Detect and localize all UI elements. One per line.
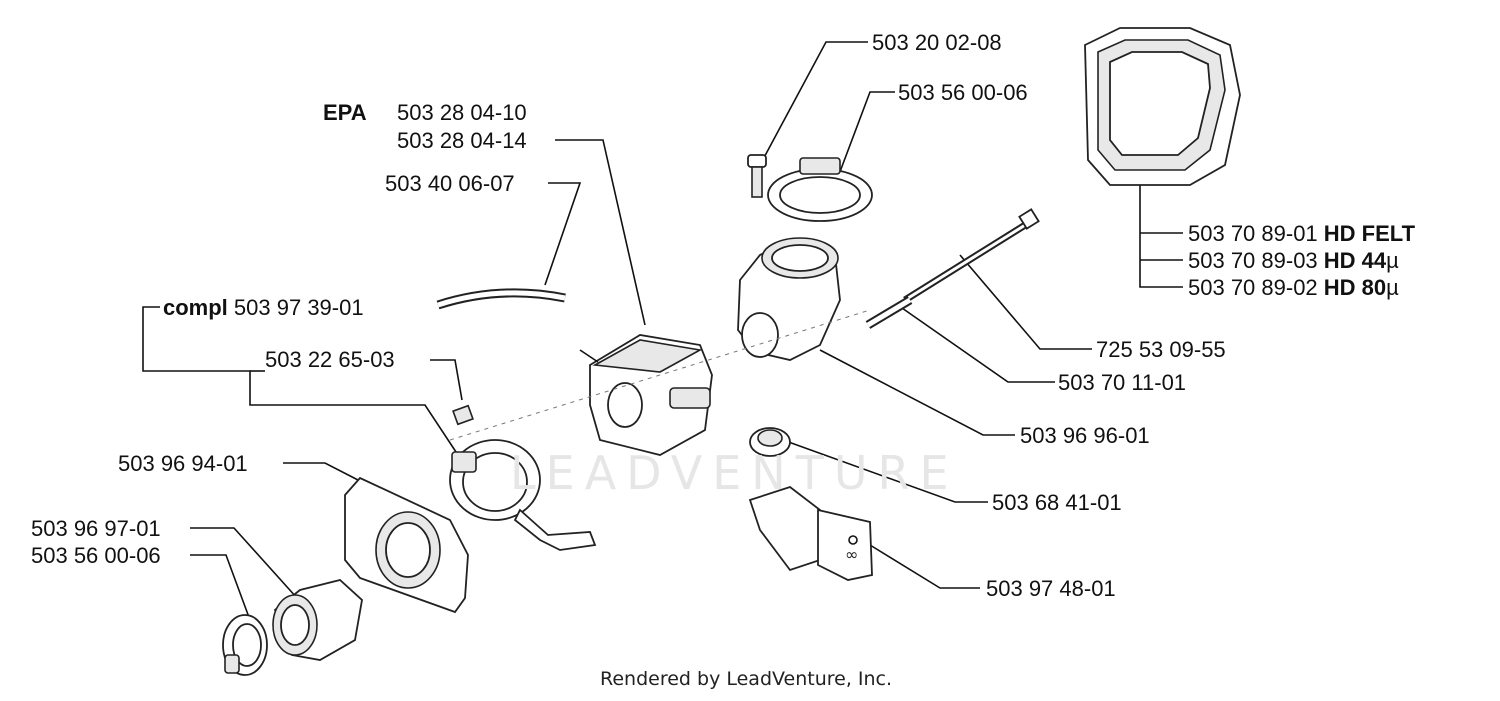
label-knob: 503 68 41-01 (992, 490, 1122, 515)
intake-boot-drawing (272, 579, 363, 661)
leader-compl-bracket (142, 306, 265, 406)
label-filter-felt-tag: HD FELT (1323, 221, 1416, 246)
label-fuel-hose: 503 40 06-07 (385, 171, 515, 196)
label-compl-tag: compl (163, 295, 228, 320)
label-filter-44-micron: µ (1386, 248, 1399, 273)
leader-pin (901, 307, 1055, 383)
leader-clamp-lower (190, 554, 251, 621)
label-intake-plate: 503 96 94-01 (118, 451, 248, 476)
label-filter-44: 503 70 89-03 HD 44µ (1188, 248, 1399, 274)
label-filter-80-part: 503 70 89-02 (1188, 275, 1318, 300)
leader-carb (555, 139, 646, 326)
leader-choke (869, 544, 980, 589)
label-filter-80-tag: HD 80 (1323, 275, 1387, 300)
label-hose-clamp-lower: 503 56 00-06 (31, 543, 161, 568)
label-hose-clamp-upper: 503 56 00-06 (898, 80, 1028, 105)
label-epa-tag: EPA (323, 100, 367, 125)
intake-plate-drawing (344, 476, 469, 614)
choke-drawing: ∞ (748, 485, 873, 581)
label-long-bolt: 725 53 09-55 (1096, 337, 1226, 362)
long-bolt-drawing (903, 208, 1040, 303)
label-choke: 503 97 48-01 (986, 576, 1116, 601)
fuel-hose-drawing (436, 288, 566, 310)
label-screw: 503 20 02-08 (872, 30, 1002, 55)
leader-screw (759, 41, 868, 166)
label-intake-boot: 503 96 97-01 (31, 516, 161, 541)
label-filter-felt-part: 503 70 89-01 (1188, 221, 1318, 246)
label-filter-felt: 503 70 89-01 HD FELT (1188, 221, 1415, 247)
label-adapter: 503 96 96-01 (1020, 423, 1150, 448)
air-filter-drawing (1084, 27, 1241, 186)
assembly-axis (449, 309, 871, 441)
label-carb-1: 503 28 04-10 (397, 100, 527, 125)
label-carb-2: 503 28 04-14 (397, 128, 527, 153)
leader-gasket (430, 359, 463, 401)
watermark-text: LEADVENTURE (510, 446, 959, 500)
leader-intake-boot (190, 527, 298, 599)
label-compl-part: 503 97 39-01 (233, 295, 364, 320)
gasket-drawing (452, 404, 474, 426)
leader-fuel-hose (544, 182, 582, 286)
flange-clamp-drawing (449, 439, 597, 551)
label-filter-80-micron: µ (1386, 275, 1399, 300)
lower-clamp-drawing (222, 614, 268, 676)
leader-adapter (819, 349, 1015, 436)
leader-long-bolt (959, 254, 1092, 350)
adapter-drawing (737, 237, 841, 361)
svg-text:∞: ∞ (845, 545, 858, 564)
label-filter-80: 503 70 89-02 HD 80µ (1188, 275, 1399, 301)
label-compl: compl 503 97 39-01 (163, 295, 364, 321)
leader-compl-gasket (265, 404, 459, 456)
footer-credit: Rendered by LeadVenture, Inc. (600, 668, 893, 690)
label-filter-44-tag: HD 44 (1323, 248, 1387, 273)
label-filter-44-part: 503 70 89-03 (1188, 248, 1318, 273)
leader-filter-bracket (1139, 185, 1183, 288)
carburetor-drawing (579, 334, 713, 456)
leader-clamp-upper (834, 91, 895, 186)
leader-intake-plate (283, 462, 359, 481)
leader-lines (142, 41, 1183, 621)
label-gasket: 503 22 65-03 (265, 347, 395, 372)
screw-drawing (747, 154, 767, 198)
label-pin: 503 70 11-01 (1058, 370, 1187, 395)
leader-knob (782, 439, 988, 503)
upper-clamp-drawing (767, 157, 873, 222)
pin-drawing (865, 296, 913, 329)
knob-drawing (749, 427, 791, 457)
